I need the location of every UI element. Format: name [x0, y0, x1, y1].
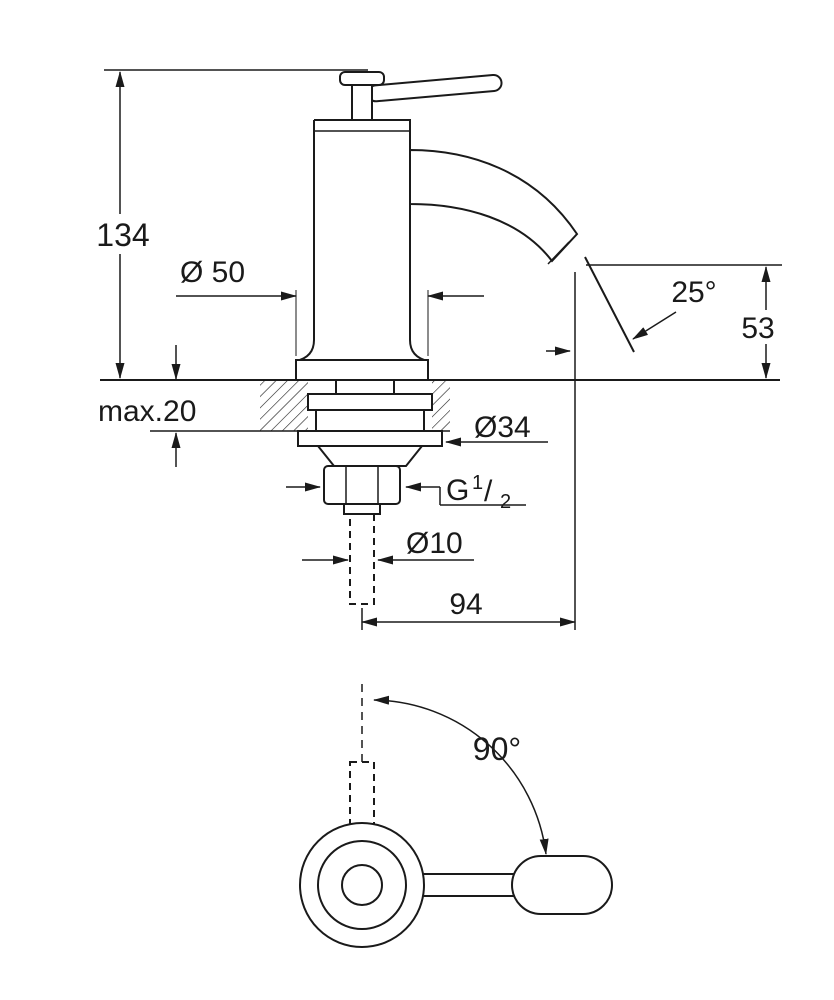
dim-53-mask	[733, 310, 783, 344]
dimension-thread: G 1 / 2	[286, 472, 526, 513]
dimension-hose-diameter: Ø10	[302, 527, 474, 565]
max-mounting-thickness-label: max.20	[98, 395, 196, 428]
hose-dashed-top-view	[349, 761, 375, 831]
handle-lever	[366, 74, 503, 103]
dimension-hole-diameter: Ø34	[445, 411, 548, 447]
height-dimension-label: 134	[96, 217, 149, 253]
dimension-handle-swing: 90°	[373, 695, 549, 855]
thread-slash-label: /	[484, 475, 493, 508]
hex-nut	[323, 465, 401, 505]
base-flange	[295, 359, 429, 381]
dimension-94: 94	[361, 588, 576, 630]
hose-diameter-label: Ø10	[406, 527, 463, 560]
dimension-53: 53	[586, 264, 783, 379]
shank-stub	[343, 503, 381, 515]
cap-circle	[341, 864, 383, 906]
cone-washer	[315, 445, 425, 467]
faucet-handle	[339, 71, 503, 122]
side-view: 134 Ø 50 25° 53	[92, 69, 783, 630]
body-cylinder	[295, 119, 429, 362]
dimension-spout-angle: 25°	[546, 256, 717, 356]
angle-slant-line	[584, 256, 635, 353]
deck-hatch-right	[432, 381, 450, 431]
lever-grip	[511, 855, 613, 915]
thread-numerator-label: 1	[472, 472, 483, 494]
thread-leader-line	[439, 487, 526, 506]
mounting-deck	[150, 381, 450, 432]
spout	[409, 148, 579, 263]
washer-lower	[297, 430, 443, 447]
spout-height-label: 53	[741, 312, 774, 345]
locknut-upper	[315, 409, 425, 432]
washer-upper	[307, 393, 433, 411]
swing-arc-arrow	[373, 695, 549, 855]
dim-134-mask	[92, 214, 154, 254]
faucet-body	[295, 119, 579, 381]
spout-reach-label: 94	[449, 588, 482, 621]
spout-aerator-line	[547, 241, 570, 265]
dim-50-extension-lines	[295, 290, 429, 356]
spout-angle-label: 25°	[671, 276, 716, 309]
dimension-base-diameter: Ø 50	[176, 256, 484, 356]
shank-through-deck	[335, 381, 395, 394]
handle-top-view	[299, 822, 613, 948]
dimension-max20: max.20	[98, 345, 196, 467]
base-diameter-label: Ø 50	[180, 256, 245, 289]
hole-diameter-label: Ø34	[474, 411, 531, 444]
handle-cap	[339, 71, 385, 86]
flexible-hose	[349, 513, 375, 605]
handle-stem	[351, 84, 373, 122]
hex-nut-facets	[345, 466, 379, 504]
handle-swing-angle-label: 90°	[473, 731, 521, 767]
thread-denominator-label: 2	[500, 491, 511, 513]
mounting-hardware	[297, 430, 443, 515]
thread-g-label: G	[446, 474, 469, 507]
deck-hatch-left	[260, 381, 308, 431]
angle-leader-arrow	[632, 311, 677, 340]
top-view: 90°	[299, 684, 613, 948]
dimension-134: 134	[92, 71, 154, 379]
